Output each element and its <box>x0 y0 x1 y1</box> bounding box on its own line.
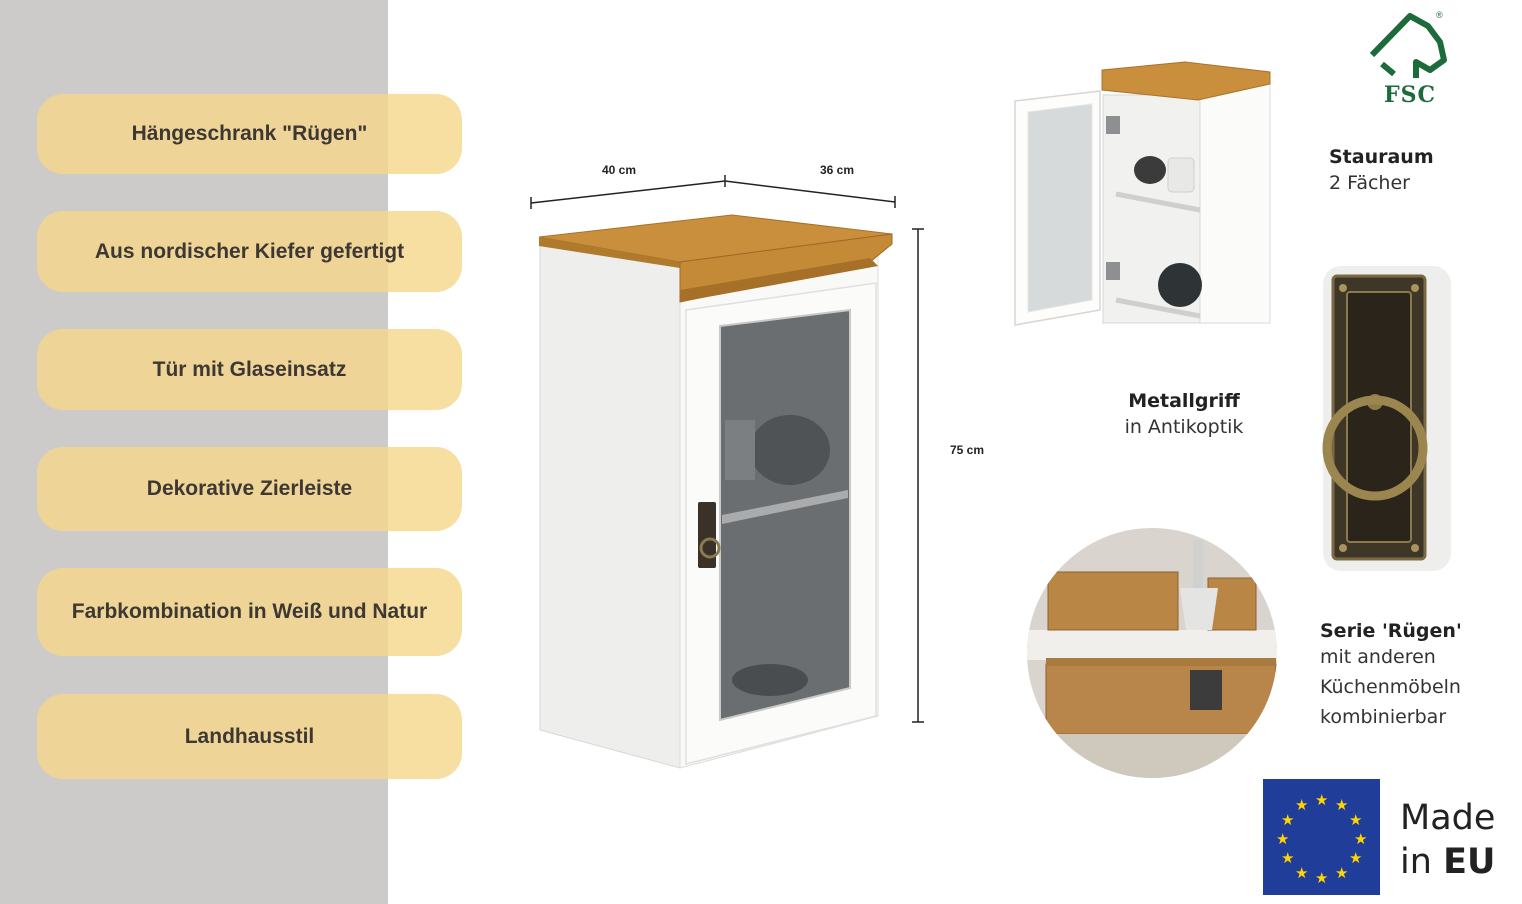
eu-star-icon: ★ <box>1335 865 1349 882</box>
storage-info: Stauraum 2 Fächer <box>1329 146 1434 198</box>
storage-title: Stauraum <box>1329 146 1434 168</box>
cabinet-handle-plate <box>698 502 716 568</box>
cabinet-handle-ring <box>699 537 721 559</box>
fsc-logo-text: FSC <box>1384 82 1437 108</box>
glass-reflection-kettle <box>750 415 830 485</box>
handle-info: Metallgriff in Antikoptik <box>1120 390 1248 442</box>
feature-pill-name: Hängeschrank "Rügen" <box>37 94 462 174</box>
made-in-line2: in EU <box>1400 840 1495 884</box>
dimension-lines <box>530 175 924 723</box>
eu-star-icon: ★ <box>1349 812 1363 829</box>
handle-title: Metallgriff <box>1128 390 1240 412</box>
series-line: kombinierbar <box>1320 706 1447 728</box>
feature-pill-style: Landhausstil <box>37 694 462 779</box>
open-cabinet-illustration <box>1014 61 1271 326</box>
dimension-width: 40 cm <box>602 163 637 177</box>
series-info: Serie 'Rügen' mit anderen Küchenmöbeln k… <box>1320 620 1462 732</box>
cabinet-side <box>539 243 681 769</box>
glass-shelf <box>722 490 848 524</box>
made-in-eu-label: Made in EU <box>1400 796 1495 884</box>
series-title: Serie 'Rügen' <box>1320 620 1462 642</box>
eu-star-icon: ★ <box>1295 797 1309 814</box>
eu-star-icon: ★ <box>1281 812 1295 829</box>
eu-star-icon: ★ <box>1349 850 1363 867</box>
dimension-depth: 36 cm <box>820 163 855 177</box>
eu-star-icon: ★ <box>1335 797 1349 814</box>
eu-star-icon: ★ <box>1276 831 1290 848</box>
feature-pill-color: Farbkombination in Weiß und Natur <box>37 568 462 656</box>
wood-top-edge-left <box>539 237 680 268</box>
feature-pill-trim: Dekorative Zierleiste <box>37 447 462 531</box>
registered-mark-icon: ® <box>1436 10 1443 20</box>
eu-star-icon: ★ <box>1315 870 1329 887</box>
eu-flag-icon <box>1263 779 1380 895</box>
storage-detail: 2 Fächer <box>1329 172 1410 194</box>
made-in-eu: EU <box>1443 842 1496 882</box>
series-line: mit anderen <box>1320 646 1436 668</box>
feature-pill-door: Tür mit Glaseinsatz <box>37 329 462 410</box>
wood-crown-shadow <box>680 258 878 302</box>
eu-star-icon: ★ <box>1315 792 1329 809</box>
kitchen-series-photo <box>1027 528 1277 778</box>
handle-detail: in Antikoptik <box>1124 416 1244 438</box>
glass-reflection-pot <box>732 664 808 696</box>
eu-stars: ★ ★ ★ ★ ★ ★ ★ ★ ★ ★ ★ ★ <box>1263 779 1380 895</box>
fsc-tree-icon <box>1369 13 1447 78</box>
made-in-line1: Made <box>1400 798 1496 838</box>
made-in-prefix: in <box>1400 842 1432 882</box>
eu-star-icon: ★ <box>1281 850 1295 867</box>
door-glass <box>719 308 851 722</box>
feature-pill-material: Aus nordischer Kiefer gefertigt <box>37 211 462 292</box>
series-line: Küchenmöbeln <box>1320 676 1461 698</box>
glass-reflection-cup <box>725 420 755 480</box>
dimension-height: 75 cm <box>950 443 985 457</box>
eu-star-icon: ★ <box>1354 831 1368 848</box>
eu-star-icon: ★ <box>1295 865 1309 882</box>
antique-handle-closeup <box>1322 266 1451 571</box>
